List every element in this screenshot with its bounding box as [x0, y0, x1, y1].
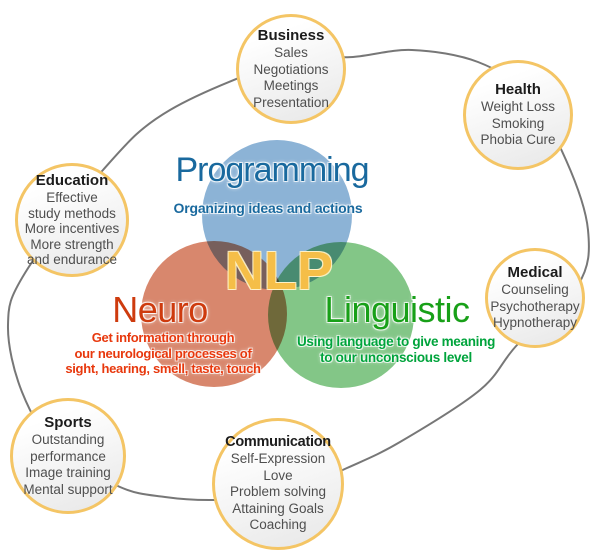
text-line: Presentation	[253, 94, 329, 110]
text-line: Outstanding	[31, 432, 105, 447]
satellite-title: Health	[495, 81, 541, 99]
programming-subtitle: Organizing ideas and actions	[173, 200, 363, 216]
linguistic-title: Linguistic	[324, 289, 470, 330]
text-line: to our unconscious level	[320, 349, 472, 365]
text-line: Self-Expression	[230, 451, 326, 467]
text-line: Hypnotherapy	[492, 315, 578, 331]
text-line: More strength	[30, 236, 114, 252]
satellite-title: Business	[257, 27, 325, 44]
text-line: Weight Loss	[480, 99, 556, 115]
text-line: Image training	[25, 465, 111, 480]
satellite-title: Medical	[507, 264, 563, 282]
text-line: Sales	[274, 45, 308, 60]
text-line: Meetings	[263, 78, 319, 93]
text-line: Psychotherapy	[490, 298, 580, 314]
text-line: Smoking	[491, 115, 545, 131]
text-line: study methods	[28, 205, 116, 221]
text-line: Negotiations	[253, 61, 329, 77]
text-line: More incentives	[24, 221, 120, 237]
linguistic-circle	[268, 242, 414, 388]
text-line: Mental support	[23, 481, 113, 497]
satellite-title: Communication	[225, 434, 331, 451]
text-line: performance	[30, 448, 106, 464]
text-line: sight, hearing, smell, taste, touch	[65, 361, 261, 376]
text-line: and endurance	[26, 252, 118, 268]
text-line: Counseling	[501, 282, 569, 298]
text-line: Phobia Cure	[480, 132, 556, 148]
text-line: Attaining Goals	[232, 500, 324, 516]
satellite-title: Sports	[44, 414, 92, 431]
text-line: our neurological processes of	[74, 345, 252, 361]
programming-title: Programming	[175, 151, 369, 189]
nlp-acronym: NLP	[225, 241, 333, 301]
neuro-title: Neuro	[112, 289, 208, 330]
text-line: Problem solving	[229, 484, 327, 500]
text-line: Effective	[46, 190, 98, 206]
text-line: Using language to give meaning	[296, 334, 496, 349]
satellite-title: Education	[35, 172, 109, 190]
neuro-circle	[141, 241, 287, 387]
text-line: Get information through	[91, 330, 235, 345]
text-line: Coaching	[249, 517, 307, 533]
text-line: Love	[263, 467, 293, 483]
